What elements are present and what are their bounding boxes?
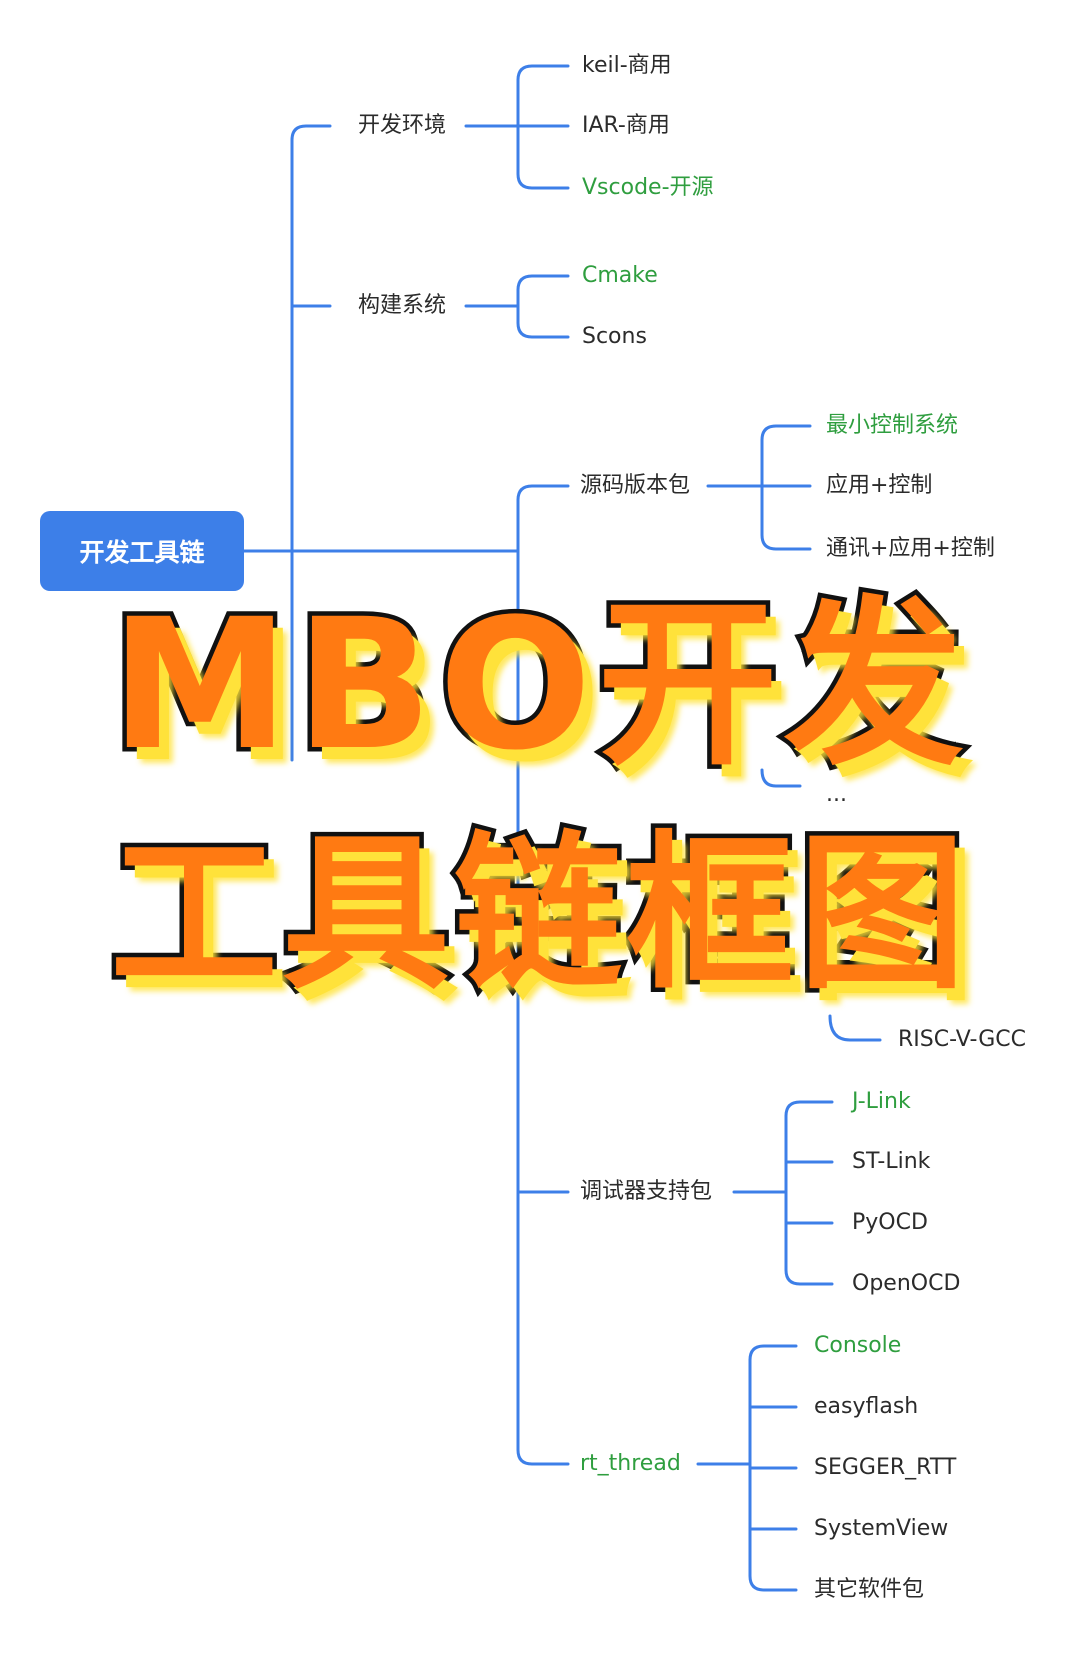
leaf-scons[interactable]: Scons — [582, 324, 647, 349]
leaf-keil[interactable]: keil-商用 — [582, 53, 672, 78]
leaf-other-packages[interactable]: 其它软件包 — [814, 1577, 925, 1602]
leaf-easyflash[interactable]: easyflash — [814, 1394, 919, 1419]
leaf-ellipsis[interactable]: ... — [826, 782, 847, 807]
leaf-console[interactable]: Console — [814, 1333, 902, 1358]
leaf-cmake[interactable]: Cmake — [582, 263, 658, 288]
leaf-min-control[interactable]: 最小控制系统 — [826, 413, 959, 438]
leaf-vscode[interactable]: Vscode-开源 — [582, 175, 714, 200]
trunk-top — [290, 124, 332, 142]
leaf-segger-rtt[interactable]: SEGGER_RTT — [814, 1455, 957, 1480]
leaf-app-control[interactable]: 应用+控制 — [826, 473, 933, 498]
leaf-pyocd[interactable]: PyOCD — [852, 1210, 928, 1235]
leaf-openocd[interactable]: OpenOCD — [852, 1271, 961, 1296]
overlay-title-line1: MBO开发 — [106, 581, 970, 790]
leaf-iar[interactable]: IAR-商用 — [582, 113, 670, 138]
overlay-title-line2: 工具链框图 — [106, 816, 971, 1012]
branch-debugger-package[interactable]: 调试器支持包 — [580, 1179, 713, 1204]
branch-build-system[interactable]: 构建系统 — [358, 293, 447, 318]
leaf-comm-app-control[interactable]: 通讯+应用+控制 — [826, 536, 995, 561]
branch-rt-thread[interactable]: rt_thread — [580, 1451, 681, 1476]
branch-dev-env[interactable]: 开发环境 — [358, 113, 447, 138]
root-node[interactable]: 开发工具链 — [40, 511, 244, 591]
leaf-jlink[interactable]: J-Link — [852, 1089, 911, 1114]
leaf-systemview[interactable]: SystemView — [814, 1516, 949, 1541]
leaf-stlink[interactable]: ST-Link — [852, 1149, 931, 1174]
leaf-riscv-gcc[interactable]: RISC-V-GCC — [898, 1027, 1027, 1052]
branch-source-package[interactable]: 源码版本包 — [580, 473, 691, 498]
